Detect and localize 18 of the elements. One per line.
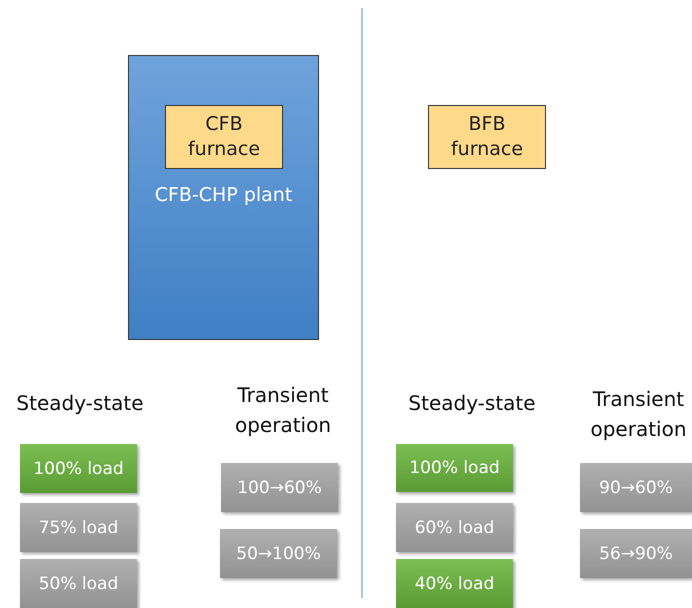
load-box: 40% load (396, 559, 513, 608)
load-box: 60% load (396, 503, 513, 552)
transient-box: 50→100% (220, 529, 337, 578)
furnace-box: BFB furnace (428, 105, 546, 169)
load-box: 75% load (20, 503, 137, 552)
plant-box (128, 55, 319, 340)
load-box: 100% load (396, 444, 513, 492)
plant-label: CFB-CHP plant (154, 184, 294, 206)
load-box: 100% load (20, 444, 137, 493)
transient-box: 90→60% (580, 463, 692, 512)
transient-box: 56→90% (580, 529, 692, 578)
column-heading: Transient operation (589, 386, 688, 443)
transient-box: 100→60% (221, 463, 338, 512)
furnace-box: CFB furnace (165, 105, 283, 169)
column-heading: Steady-state (15, 390, 145, 417)
column-heading: Steady-state (407, 390, 537, 417)
load-box: 50% load (20, 559, 137, 608)
column-heading: Transient operation (234, 382, 332, 439)
